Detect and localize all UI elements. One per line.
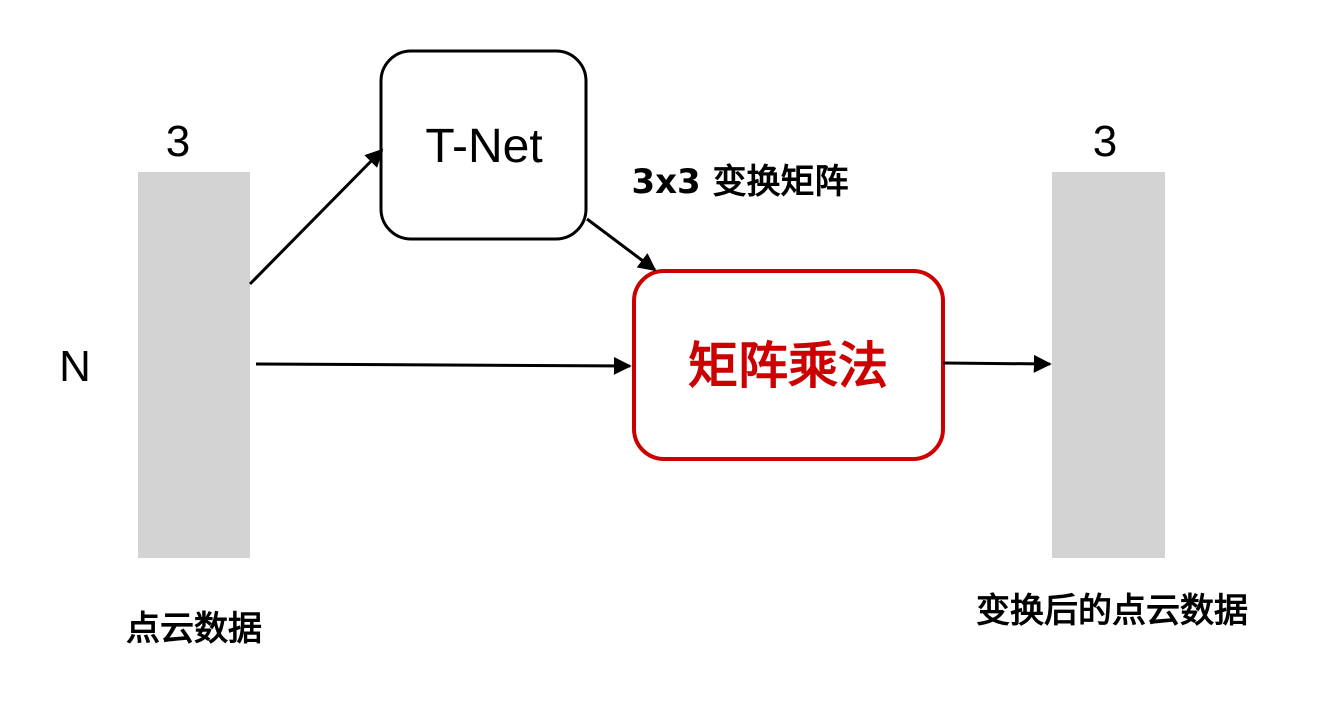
tnet-label: T-Net <box>425 120 542 173</box>
matmul-label: 矩阵乘法 <box>688 337 888 395</box>
matmul-box <box>632 269 945 461</box>
tnet-box <box>379 49 588 241</box>
output-caption: 变换后的点云数据 <box>976 591 1248 631</box>
output-width-label: 3 <box>1093 117 1117 166</box>
arrow-tnet-to-matmul <box>586 217 657 272</box>
output-point-cloud-block <box>1052 172 1165 558</box>
input-height-label: N <box>59 342 91 391</box>
input-point-cloud-block <box>138 172 250 558</box>
arrow-matmul-to-output <box>942 354 1052 373</box>
arrow-input-to-matmul <box>255 356 632 375</box>
input-width-label: 3 <box>166 117 190 166</box>
transform-matrix-caption: 3x3 变换矩阵 <box>631 162 848 202</box>
input-caption: 点云数据 <box>126 609 262 649</box>
arrow-input-to-tnet <box>248 148 384 286</box>
